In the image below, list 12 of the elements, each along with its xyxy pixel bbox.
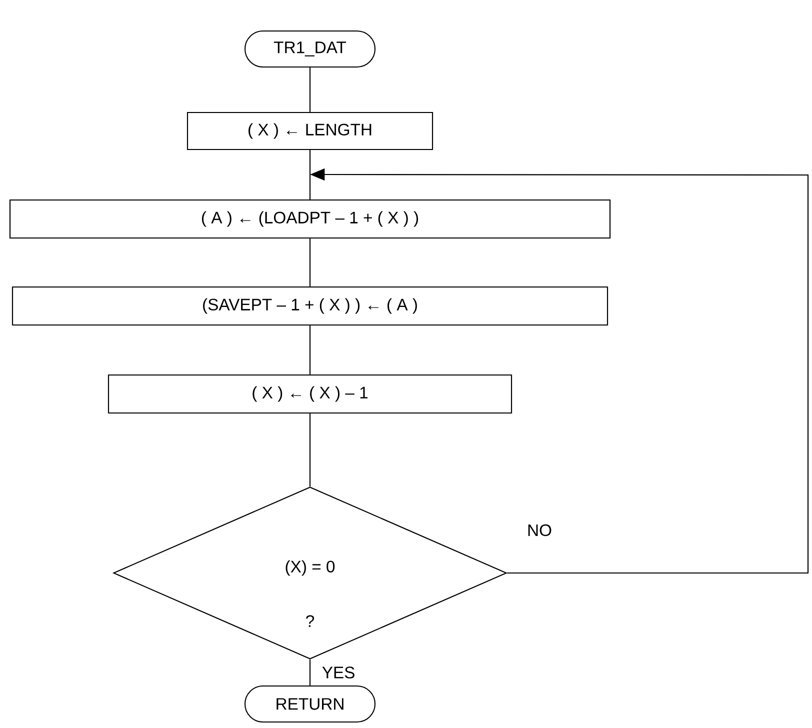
connector [309, 150, 311, 200]
connector [309, 660, 311, 686]
connector [309, 414, 311, 486]
connector [309, 326, 311, 374]
edge-label: NO [528, 524, 552, 536]
process-box: (SAVEPT – 1 + ( X ) ) ← ( A ) [12, 286, 608, 326]
connector [309, 238, 311, 286]
edge-label: YES [322, 666, 354, 678]
process-box: ( X ) ← LENGTH [186, 112, 434, 150]
connector [309, 68, 311, 112]
process-box: ( A ) ← (LOADPT – 1 + ( X ) ) [9, 199, 611, 239]
process-box: ( X ) ← ( X ) – 1 [108, 374, 512, 414]
